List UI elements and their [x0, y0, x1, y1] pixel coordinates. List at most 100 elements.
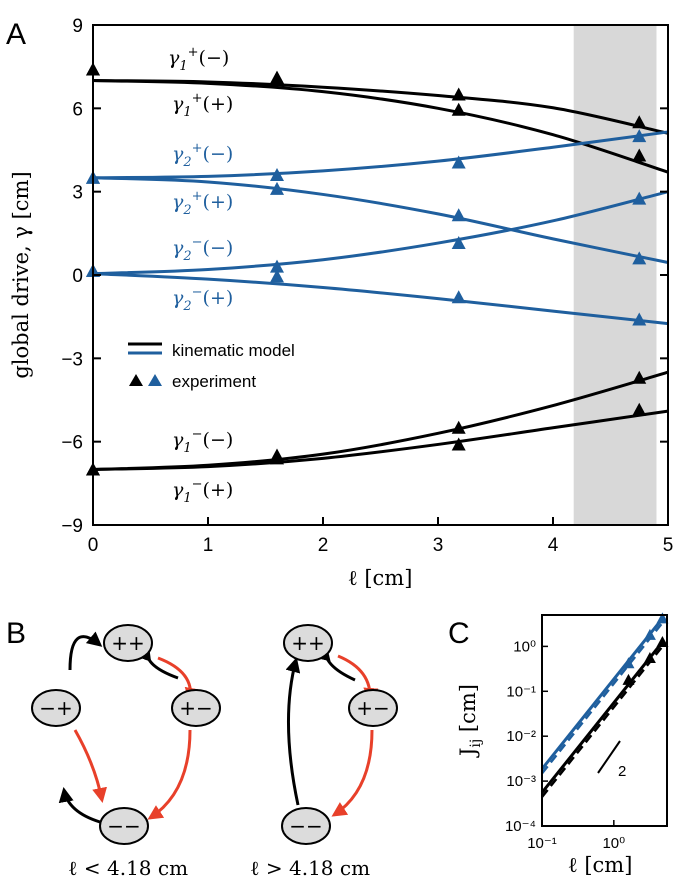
slope-indicator	[597, 740, 621, 774]
model-curve-2	[92, 130, 669, 180]
x-tick-label: 5	[663, 535, 674, 556]
c-point	[643, 652, 656, 664]
fit-line-dashed-1	[541, 645, 664, 798]
model-curve-3	[92, 176, 669, 264]
node-pm-left-label: +−	[179, 696, 213, 720]
experiment-point	[632, 402, 647, 416]
x-tick-label: 3	[433, 535, 444, 556]
experiment-point	[632, 148, 647, 162]
fit-line-dashed-0	[541, 621, 664, 775]
node-mp-left-label: −+	[39, 696, 73, 720]
experiment-points	[86, 62, 647, 476]
experiment-point	[632, 370, 647, 384]
model-curves	[92, 79, 669, 471]
y-tick-label: −6	[61, 433, 83, 454]
c-y-tick-label: 10⁻⁴	[505, 818, 536, 835]
experiment-point	[451, 420, 466, 434]
x-axis-label: ℓ [cm]	[348, 566, 413, 590]
node-mm-left-label: −−	[107, 814, 141, 838]
node-pp-left-label: ++	[111, 631, 145, 655]
y-tick-label: 6	[72, 99, 83, 120]
y-tick-label: 0	[72, 266, 83, 287]
arrow-mp-to-mm	[73, 729, 107, 803]
c-y-axis-label: Jij [cm]	[456, 684, 484, 758]
c-point	[622, 673, 635, 685]
transition-diagram-right: ++ +− −−	[281, 624, 398, 845]
node-pm-left	[171, 689, 221, 727]
node-pp-left	[103, 624, 153, 662]
arrow-pm-to-mm	[147, 729, 192, 820]
fit-line-0	[540, 617, 664, 770]
shaded-region	[573, 25, 657, 525]
x-tick-label: 4	[548, 535, 559, 556]
c-point	[643, 628, 656, 640]
node-pm-right-label: +−	[356, 696, 390, 720]
node-pm-right	[348, 689, 398, 727]
arrow-pm-to-pp	[136, 645, 179, 680]
curve-labels: γ1+(−) γ1+(+) γ2+(−) γ2+(+) γ2−(−) γ2−(+…	[168, 45, 233, 506]
experiment-point	[270, 70, 284, 84]
plot-c-points	[622, 612, 669, 685]
c-y-tick-label: 10⁻³	[506, 773, 536, 790]
x-tick-label: 0	[88, 535, 99, 556]
x-tick-label: 2	[318, 535, 329, 556]
legend: kinematic model experiment	[128, 341, 295, 391]
label-g2p-plus: γ2+(+)	[172, 189, 233, 218]
legend-experiment-label: experiment	[172, 372, 256, 391]
panel-a-letter: A	[6, 18, 26, 51]
label-g2p-minus: γ2+(−)	[172, 141, 233, 170]
model-curve-7	[92, 409, 669, 471]
experiment-point	[451, 290, 466, 304]
experiment-point	[270, 168, 284, 181]
experiment-point	[270, 259, 284, 273]
plot-c-lines	[540, 617, 664, 798]
c-y-tick-label: 10⁻¹	[506, 683, 536, 700]
experiment-point	[632, 115, 647, 129]
node-mp-left	[31, 689, 81, 727]
y-axis-label: global drive, γ [cm]	[9, 171, 33, 378]
model-curve-4	[92, 190, 669, 276]
condition-right: ℓ > 4.18 cm	[250, 856, 370, 880]
arrow-mm-to-mp	[58, 787, 101, 824]
transition-diagram-left: ++ −+ +− −−	[31, 624, 221, 845]
label-g1m-plus: γ1−(+)	[172, 477, 233, 506]
panel-c-letter: C	[448, 617, 470, 650]
panel-b-letter: B	[6, 617, 26, 650]
plot-c-frame	[541, 614, 668, 827]
legend-blue-triangle	[148, 374, 162, 386]
c-y-tick-label: 10⁻²	[506, 728, 536, 745]
node-pp-right-label: ++	[291, 631, 325, 655]
y-tick-label: 9	[72, 16, 83, 37]
experiment-point	[632, 251, 647, 265]
c-x-tick-label: 10⁻¹	[527, 835, 557, 852]
y-tick-label: −3	[61, 349, 83, 370]
label-g2m-minus: γ2−(−)	[172, 235, 233, 264]
condition-left: ℓ < 4.18 cm	[68, 856, 188, 880]
experiment-point	[270, 269, 284, 283]
experiment-point	[451, 87, 466, 101]
label-g1m-minus: γ1−(−)	[172, 427, 233, 456]
c-x-axis-label: ℓ [cm]	[568, 853, 633, 877]
experiment-point	[632, 312, 647, 326]
label-g1p-minus: γ1+(−)	[168, 45, 229, 74]
experiment-point	[632, 129, 647, 143]
experiment-point	[451, 208, 466, 222]
c-point	[622, 657, 635, 669]
model-curve-5	[92, 272, 669, 326]
node-mm-right	[281, 807, 331, 845]
experiment-point	[270, 451, 284, 465]
experiment-point	[270, 181, 284, 195]
c-point	[656, 636, 669, 648]
node-mm-left	[99, 807, 149, 845]
experiment-point	[632, 191, 647, 205]
arrow-mm-to-pp	[285, 657, 301, 806]
experiment-point	[451, 102, 466, 116]
y-tick-label: −9	[61, 516, 83, 537]
c-y-tick-label: 10⁰	[513, 638, 536, 655]
slope-label: 2	[618, 763, 626, 780]
experiment-point	[451, 155, 466, 169]
x-tick-label: 1	[203, 535, 214, 556]
